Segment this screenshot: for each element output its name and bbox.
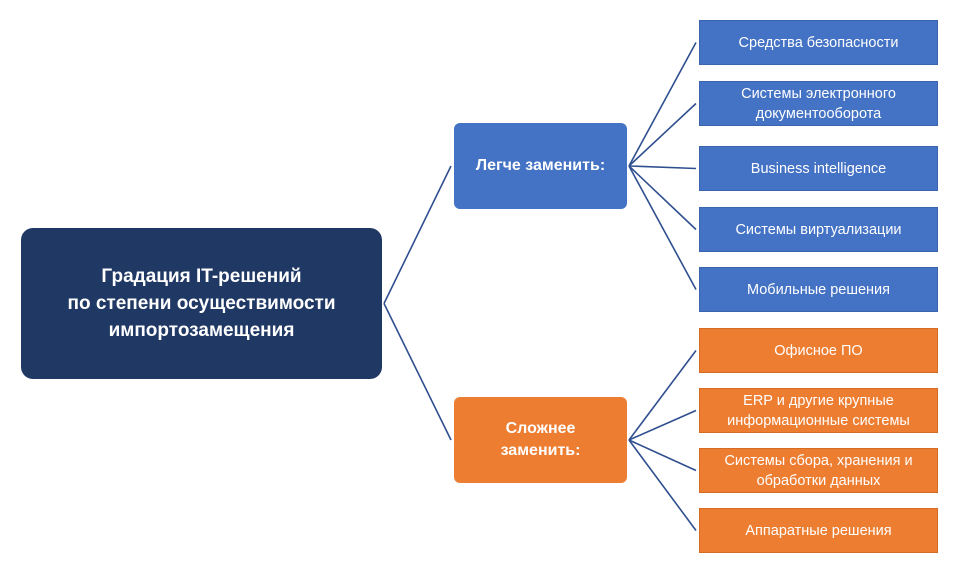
leaf-data-processing: Системы сбора, хранения и обработки данн… [699,448,938,493]
branch-to-leaf-line [628,42,697,167]
leaf-security-tools: Средства безопасности [699,20,938,65]
branch-harder-to-replace: Сложнее заменить: [454,397,627,483]
root-to-branch-line [383,303,452,441]
leaf-virtualization: Системы виртуализации [699,207,938,252]
root-node: Градация IT-решений по степени осуществи… [21,228,382,379]
branch-to-leaf-line [628,102,697,167]
branch-to-leaf-line [628,165,697,170]
leaf-office-software: Офисное ПО [699,328,938,373]
leaf-hardware-solutions: Аппаратные решения [699,508,938,553]
leaf-mobile-solutions: Мобильные решения [699,267,938,312]
branch-to-leaf-line [628,439,697,472]
leaf-business-intelligence: Business intelligence [699,146,938,191]
branch-easier-to-replace: Легче заменить: [454,123,627,209]
leaf-erp-systems: ERP и другие крупные информационные сист… [699,388,938,433]
branch-to-leaf-line [628,439,697,531]
branch-to-leaf-line [628,165,697,290]
branch-to-leaf-line [628,409,697,441]
branch-to-leaf-line [628,165,697,231]
root-to-branch-line [383,165,452,304]
leaf-document-management: Системы электронного документооборота [699,81,938,126]
branch-to-leaf-line [628,350,697,441]
